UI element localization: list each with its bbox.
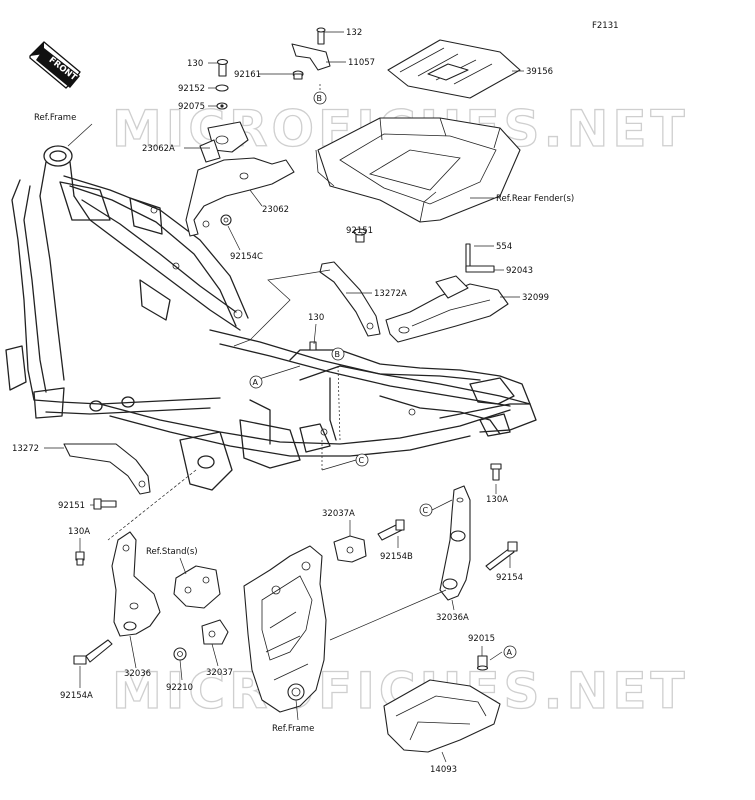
bolt-130a-left <box>75 551 85 566</box>
part-label-92161: 92161 <box>234 70 261 80</box>
callout-b-top: B <box>313 91 327 105</box>
svg-text:C: C <box>359 456 365 465</box>
svg-text:A: A <box>253 378 259 387</box>
part-label-32036a: 32036A <box>436 613 469 623</box>
part-label-13272a: 13272A <box>374 289 407 299</box>
bracket-32099-group <box>385 243 509 343</box>
part-label-92075: 92075 <box>178 102 205 112</box>
part-label-92152: 92152 <box>178 84 205 94</box>
part-label-39156: 39156 <box>526 67 553 77</box>
part-label-23062: 23062 <box>262 205 289 215</box>
part-label-130a-left: 130A <box>68 527 90 537</box>
svg-text:B: B <box>335 350 341 359</box>
part-label-92154: 92154 <box>496 573 523 583</box>
svg-text:C: C <box>423 506 429 515</box>
bolt-92154a <box>73 639 113 665</box>
battery-case <box>315 117 521 223</box>
callout-a-cover: A <box>503 645 517 659</box>
engine-bracket <box>243 545 327 713</box>
callout-c-bracket: C <box>419 503 433 517</box>
part-label-92154b: 92154B <box>380 552 413 562</box>
bracket-23062-group <box>185 58 295 237</box>
part-label-92154c: 92154C <box>230 252 263 262</box>
leader-lines <box>44 31 524 763</box>
diagram-code: F2131 <box>592 21 619 31</box>
part-labels: 132 11057 39156 130 92152 92161 92075 23… <box>12 28 553 775</box>
ref-labels: Ref.Frame Ref.Rear Fender(s) Ref.Stand(s… <box>34 113 574 734</box>
bracket-32037a-group <box>333 519 405 563</box>
part-label-130-mid: 130 <box>308 313 324 323</box>
bolt-92154 <box>485 541 518 571</box>
part-label-14093: 14093 <box>430 765 457 775</box>
callout-b-frame: B <box>331 347 345 361</box>
part-label-92043: 92043 <box>506 266 533 276</box>
callout-a-frame: A <box>249 375 263 389</box>
bolt-130a-right <box>490 463 502 481</box>
pad-39156 <box>387 39 521 99</box>
bracket-11057-group <box>291 27 331 80</box>
part-label-130-top: 130 <box>187 59 203 69</box>
part-label-92154a: 92154A <box>60 691 93 701</box>
part-label-13272: 13272 <box>12 444 39 454</box>
ref-label-rear-fender: Ref.Rear Fender(s) <box>496 194 574 204</box>
part-label-92015: 92015 <box>468 634 495 644</box>
callout-c-frame: C <box>355 453 369 467</box>
part-label-32099: 32099 <box>522 293 549 303</box>
part-label-554: 554 <box>496 242 512 252</box>
svg-text:A: A <box>507 648 513 657</box>
bracket-32036 <box>111 531 161 637</box>
ref-label-frame-top: Ref.Frame <box>34 113 76 123</box>
stand-bracket <box>173 565 229 661</box>
part-label-92151-left: 92151 <box>58 501 85 511</box>
ref-label-stand: Ref.Stand(s) <box>146 547 198 557</box>
svg-text:B: B <box>317 94 323 103</box>
cover-14093 <box>383 655 501 753</box>
part-label-32037a: 32037A <box>322 509 355 519</box>
ref-label-frame-bottom: Ref.Frame <box>272 724 314 734</box>
bracket-13272-group <box>63 443 151 510</box>
bracket-32036a <box>439 485 471 601</box>
part-label-32036: 32036 <box>124 669 151 679</box>
front-arrow-icon: FRONT <box>29 41 81 89</box>
part-label-11057: 11057 <box>348 58 375 68</box>
part-label-32037: 32037 <box>206 668 233 678</box>
bracket-13272a-group <box>309 228 381 351</box>
part-label-23062a: 23062A <box>142 144 175 154</box>
part-label-92210: 92210 <box>166 683 193 693</box>
part-label-92151-top: 92151 <box>346 226 373 236</box>
part-label-130a-right: 130A <box>486 495 508 505</box>
part-label-132: 132 <box>346 28 362 38</box>
